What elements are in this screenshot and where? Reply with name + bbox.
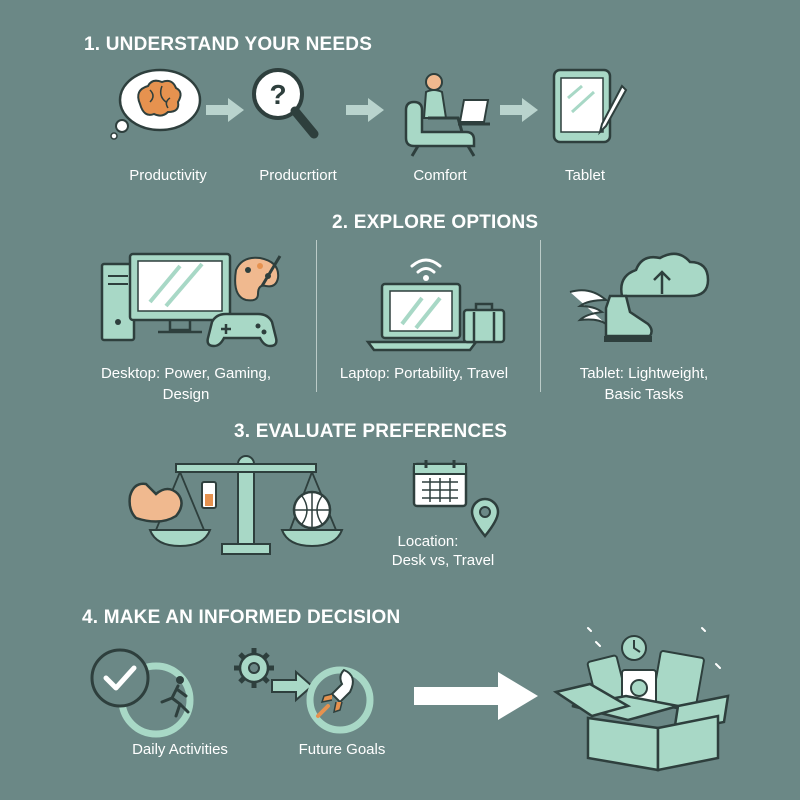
label-location-title: Location: [397,533,459,550]
label-desktop: Desktop: Power, Gaming, Design [100,365,272,403]
label-daily-activities: Daily Activities [132,741,228,758]
label-tablet-option: Tablet: Lightweight, Basic Tasks [579,365,709,403]
label-future-goals: Future Goals [298,741,386,758]
comfort-chair-icon [404,73,490,157]
section1-heading: 1. UNDERSTAND YOUR NEEDS [84,34,373,55]
magnifier-question-icon: ? [252,68,319,139]
calendar-icon [412,460,468,508]
flow-arrow-1 [206,98,244,122]
future-goals-icon [234,648,374,734]
winged-boot-cloud-icon [569,252,710,342]
section2-heading: 2. EXPLORE OPTIONS [332,212,539,233]
label-laptop: Laptop: Portability, Travel [339,365,509,382]
map-pin-icon [470,497,500,538]
open-box-devices-icon [552,627,730,772]
desktop-computer-icon [100,252,282,348]
decision-arrow [414,672,538,720]
brain-thought-icon [110,68,202,140]
label-location-detail: Desk vs, Travel [391,552,495,569]
tablet-pen-icon [552,68,628,144]
laptop-travel-icon [365,258,506,352]
label-comfort: Comfort [413,167,467,184]
balance-scale-icon [128,455,344,555]
flow-arrow-3 [500,98,538,122]
label-tablet: Tablet [564,167,606,184]
svg-text:?: ? [269,79,286,110]
label-producrtiort: Producrtiort [259,167,337,184]
flow-arrow-2 [346,98,384,122]
section3-heading: 3. EVALUATE PREFERENCES [234,421,508,442]
label-productivity: Productivity [129,167,207,184]
divider-left [316,240,317,392]
section4-heading: 4. MAKE AN INFORMED DECISION [82,607,401,628]
daily-activities-icon [90,648,194,738]
divider-right [540,240,541,392]
